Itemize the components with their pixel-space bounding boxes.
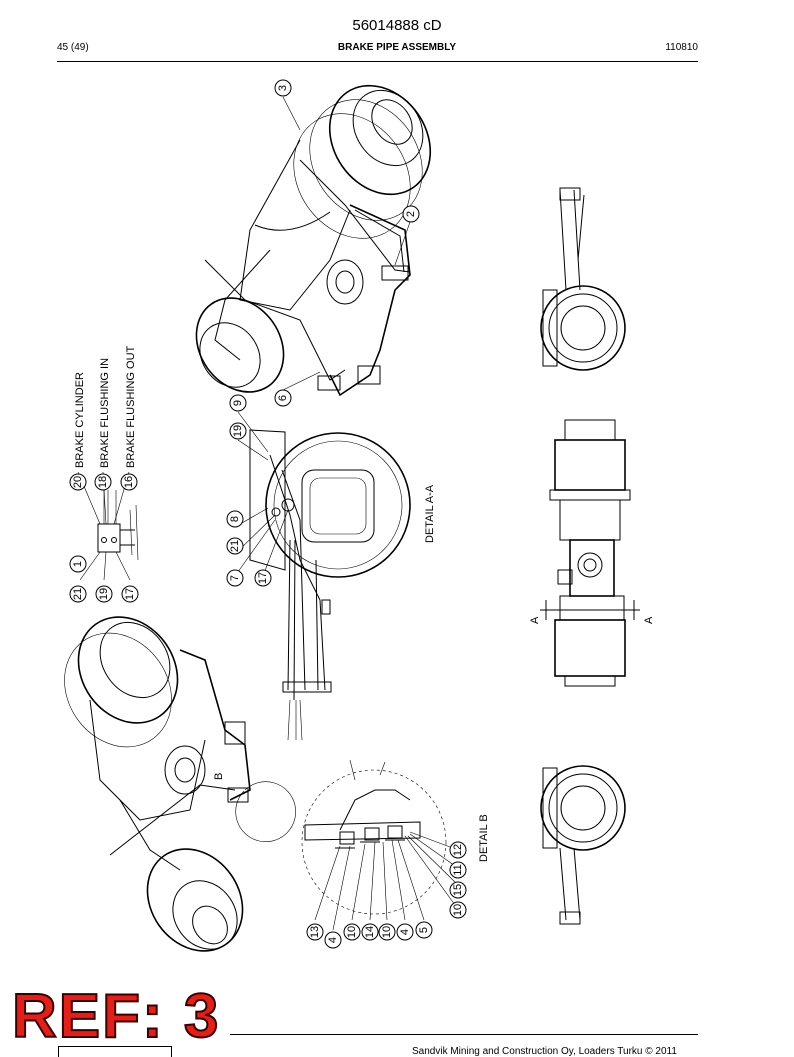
- svg-text:1: 1: [72, 561, 84, 567]
- svg-text:15: 15: [452, 884, 464, 896]
- page-number: 45 (49): [57, 42, 89, 53]
- svg-text:5: 5: [418, 927, 430, 933]
- svg-text:19: 19: [98, 588, 110, 600]
- callout-16: 16: [120, 473, 138, 491]
- svg-text:2: 2: [405, 211, 417, 217]
- svg-text:3: 3: [277, 85, 289, 91]
- callout-3: 3: [274, 79, 292, 97]
- footer-text: Sandvik Mining and Construction Oy, Load…: [412, 1046, 677, 1057]
- text-labels: BRAKE CYLINDER BRAKE FLUSHING IN BRAKE F…: [74, 345, 655, 862]
- callout-10-b: 10: [378, 923, 396, 941]
- valve-block: [79, 490, 139, 581]
- section-a-right: A: [643, 616, 655, 624]
- footer-rule: [230, 1034, 698, 1035]
- section-a-left: A: [529, 616, 541, 624]
- legend-brake-flushing-out: BRAKE FLUSHING OUT: [125, 345, 137, 468]
- detail-a-a-label: DETAIL A-A: [424, 484, 436, 543]
- callout-12: 12: [449, 841, 467, 859]
- callout-19-a: 19: [229, 422, 247, 440]
- svg-text:8: 8: [229, 516, 241, 522]
- svg-text:4: 4: [327, 937, 339, 943]
- axle-iso-top: [195, 84, 432, 397]
- svg-text:20: 20: [72, 476, 84, 488]
- svg-text:11: 11: [452, 864, 464, 875]
- svg-text:4: 4: [399, 929, 411, 935]
- callout-9: 9: [229, 394, 247, 412]
- callout-10-c: 10: [449, 901, 467, 919]
- callout-5: 5: [415, 921, 433, 939]
- detail-b-label: DETAIL B: [478, 814, 490, 862]
- svg-text:9: 9: [232, 400, 244, 406]
- axle-iso-bottom: [64, 616, 296, 952]
- callout-20: 20: [69, 473, 87, 491]
- page-title: BRAKE PIPE ASSEMBLY: [337, 42, 457, 53]
- callout-21-a: 21: [226, 537, 244, 555]
- callout-6: 6: [274, 389, 292, 407]
- leader-lines: [77, 96, 459, 931]
- svg-text:7: 7: [229, 575, 241, 581]
- logo-box: [58, 1046, 172, 1057]
- detail-b-view: [301, 759, 447, 915]
- callout-4-a: 4: [324, 931, 342, 949]
- legend-brake-cylinder: BRAKE CYLINDER: [74, 372, 86, 468]
- callouts: 3 2 6 9 19 8 21 7 17 20 18 16 1 21 19 17…: [69, 79, 467, 949]
- detail-a-a-view: [249, 429, 411, 741]
- front-view-axle: [540, 419, 640, 687]
- svg-text:10: 10: [381, 926, 393, 938]
- callout-11: 11: [449, 861, 467, 879]
- svg-text:12: 12: [452, 844, 464, 856]
- svg-text:18: 18: [97, 476, 109, 488]
- callout-19-b: 19: [95, 585, 113, 603]
- callout-21-b: 21: [69, 585, 87, 603]
- callout-8: 8: [226, 510, 244, 528]
- svg-text:17: 17: [124, 588, 136, 600]
- document-id: 56014888 cD: [352, 17, 442, 34]
- svg-text:21: 21: [229, 540, 241, 552]
- side-view-bottom: [540, 765, 626, 925]
- callout-4-b: 4: [396, 923, 414, 941]
- svg-text:10: 10: [452, 904, 464, 916]
- svg-text:13: 13: [309, 926, 321, 938]
- callout-17-b: 17: [121, 585, 139, 603]
- callout-18: 18: [94, 473, 112, 491]
- ref-stamp: REF: 3: [11, 982, 221, 1051]
- legend-brake-flushing-in: BRAKE FLUSHING IN: [99, 358, 111, 468]
- callout-7: 7: [226, 569, 244, 587]
- technical-drawing: .ln { fill:none; stroke:#000; stroke-wid…: [64, 79, 655, 952]
- svg-text:6: 6: [277, 395, 289, 401]
- header-rule: [57, 61, 698, 62]
- callout-1: 1: [69, 555, 87, 573]
- svg-text:10: 10: [346, 926, 358, 938]
- callout-2: 2: [402, 205, 420, 223]
- callout-10-a: 10: [343, 923, 361, 941]
- detail-b-marker: B: [213, 773, 225, 780]
- callout-13: 13: [306, 923, 324, 941]
- callout-15: 15: [449, 881, 467, 899]
- svg-text:21: 21: [72, 588, 84, 600]
- svg-text:19: 19: [232, 425, 244, 437]
- callout-14: 14: [361, 923, 379, 941]
- callout-17-a: 17: [254, 569, 272, 587]
- document-code: 110810: [665, 42, 698, 53]
- svg-text:17: 17: [257, 572, 269, 584]
- svg-text:16: 16: [123, 476, 135, 488]
- svg-text:14: 14: [364, 926, 376, 938]
- side-view-top: [540, 187, 626, 371]
